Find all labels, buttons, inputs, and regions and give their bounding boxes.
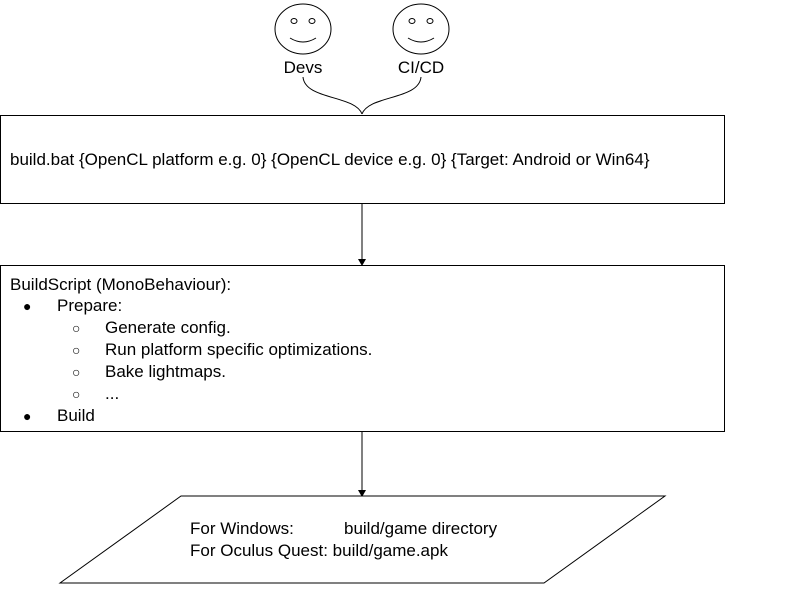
hollow-bullet-icon: ○ — [72, 364, 81, 380]
bullet-icon: ● — [23, 408, 32, 424]
output-key-windows: For Windows: — [190, 519, 294, 538]
hollow-bullet-icon: ○ — [72, 320, 81, 336]
list-subitem: ○ Bake lightmaps. — [10, 361, 724, 383]
list-subitem: ○ Generate config. — [10, 317, 724, 339]
devs-connector — [302, 76, 363, 115]
command-text: build.bat {OpenCL platform e.g. 0} {Open… — [10, 149, 650, 169]
arrow-script-to-output — [358, 432, 366, 497]
actor-label-devs: Devs — [283, 58, 323, 77]
bullet-icon: ● — [23, 298, 32, 314]
hollow-bullet-icon: ○ — [72, 386, 81, 402]
devs-smiley-icon — [274, 3, 332, 55]
list-subitem-label: ... — [105, 384, 120, 403]
output-text: For Windows: build/game directory For Ocu… — [190, 518, 497, 562]
actor-label-cicd: CI/CD — [397, 58, 445, 77]
list-subitem-label: Bake lightmaps. — [105, 362, 226, 381]
hollow-bullet-icon: ○ — [72, 342, 81, 358]
list-item-label: Prepare: — [57, 296, 123, 315]
list-item-label: Build — [57, 406, 95, 425]
list-subitem-label: Generate config. — [105, 318, 231, 337]
output-value-quest: build/game.apk — [332, 541, 448, 560]
arrow-command-to-script — [358, 204, 366, 266]
output-parallelogram — [58, 495, 667, 584]
build-steps-list: ● Prepare: ○ Generate config. ○ Run plat… — [10, 295, 724, 427]
build-script-box: BuildScript (MonoBehaviour): ● Prepare: … — [0, 265, 725, 432]
list-subitem-label: Run platform specific optimizations. — [105, 340, 373, 359]
list-item-prepare: ● Prepare: — [10, 295, 724, 317]
list-item-build: ● Build — [10, 405, 724, 427]
build-script-title: BuildScript (MonoBehaviour): — [10, 275, 232, 294]
list-subitem: ○ ... — [10, 383, 724, 405]
cicd-connector — [361, 76, 422, 115]
output-key-quest: For Oculus Quest: — [190, 541, 328, 560]
command-box: build.bat {OpenCL platform e.g. 0} {Open… — [0, 115, 725, 204]
output-row-quest: For Oculus Quest: build/game.apk — [190, 540, 497, 562]
list-subitem: ○ Run platform specific optimizations. — [10, 339, 724, 361]
output-row-windows: For Windows: build/game directory — [190, 518, 497, 540]
cicd-smiley-icon — [392, 3, 450, 55]
output-value-windows: build/game directory — [344, 519, 498, 538]
